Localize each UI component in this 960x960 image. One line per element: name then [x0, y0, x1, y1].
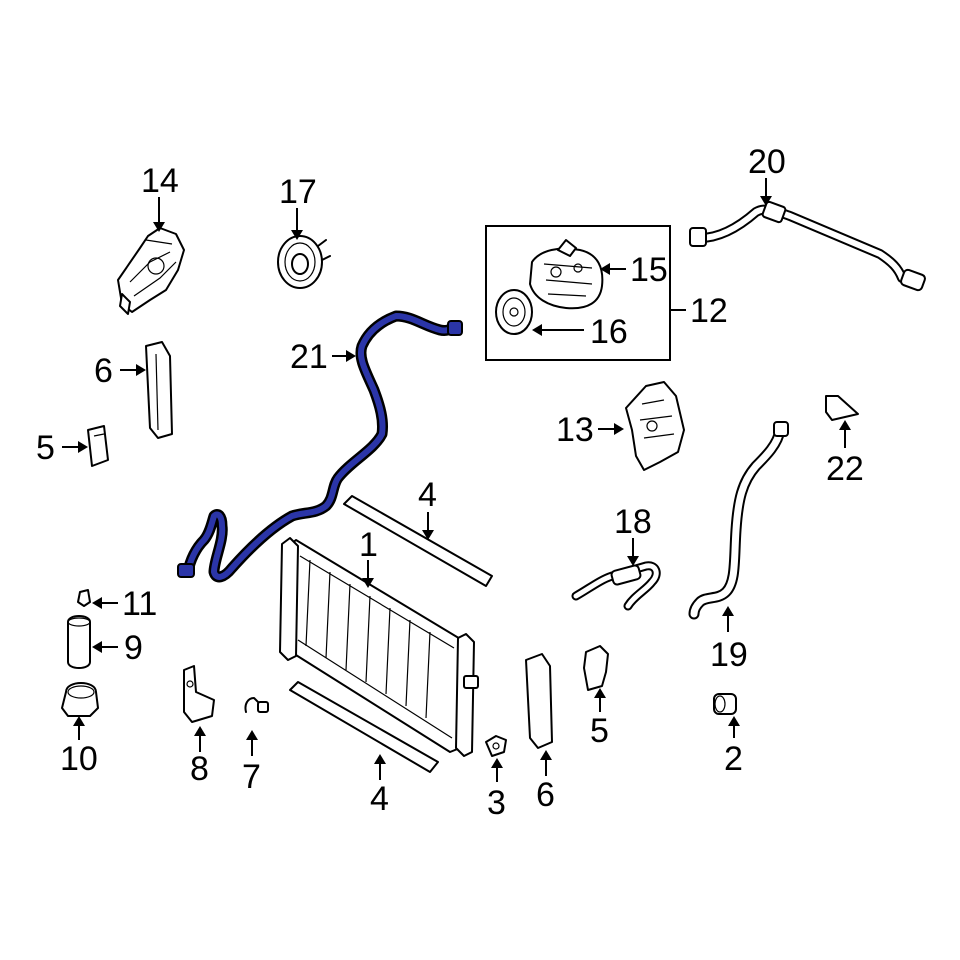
callout-20: 20: [748, 143, 786, 181]
callout-5-left: 5: [36, 429, 55, 467]
callout-labels: 14 17 20 15 16 12 21 6 5 13 22 4 1 18 11…: [36, 143, 864, 822]
part-5-right-bracket[interactable]: [583, 645, 609, 691]
part-20-suction-line[interactable]: [689, 200, 926, 292]
part-5-left-bracket[interactable]: [87, 425, 109, 467]
part-2-bushing[interactable]: [713, 693, 737, 715]
part-4-top-seal[interactable]: [343, 495, 493, 587]
part-11-valve[interactable]: [77, 589, 91, 607]
callout-15: 15: [630, 251, 668, 289]
callout-12: 12: [690, 292, 728, 330]
callout-4-bottom: 4: [370, 780, 389, 818]
callout-16: 16: [590, 313, 628, 351]
part-1-condenser[interactable]: [279, 537, 479, 757]
callout-4-top: 4: [418, 476, 437, 514]
part-6-left-seal[interactable]: [145, 341, 173, 439]
callout-8: 8: [190, 750, 209, 788]
callout-14: 14: [141, 162, 179, 200]
callout-11: 11: [122, 585, 157, 623]
callout-10: 10: [60, 740, 98, 778]
callout-17: 17: [279, 173, 317, 211]
callout-1: 1: [359, 526, 378, 564]
callout-13: 13: [556, 411, 594, 449]
part-21-liquid-line[interactable]: [177, 310, 463, 583]
part-7-switch[interactable]: [244, 697, 269, 713]
part-22-clip[interactable]: [825, 395, 859, 421]
callout-3: 3: [487, 784, 506, 822]
part-10-drier-bracket[interactable]: [61, 682, 99, 717]
part-14-blower-motor[interactable]: [117, 227, 185, 315]
part-17-pulley[interactable]: [277, 235, 331, 289]
part-9-receiver-drier[interactable]: [67, 615, 91, 669]
part-19-suction-hose[interactable]: [688, 421, 789, 620]
part-13-compressor-bracket[interactable]: [625, 381, 685, 471]
part-6-right-seal[interactable]: [525, 653, 553, 749]
part-8-bracket[interactable]: [183, 665, 215, 723]
callout-18: 18: [614, 503, 652, 541]
callout-22: 22: [826, 450, 864, 488]
callout-5-right: 5: [590, 712, 609, 750]
callout-21: 21: [290, 338, 328, 376]
part-16-clutch[interactable]: [495, 289, 533, 335]
compressor-assembly-box: [485, 225, 671, 361]
part-15-compressor[interactable]: [529, 239, 604, 310]
part-3-mount[interactable]: [485, 735, 507, 757]
callout-6-left: 6: [94, 352, 113, 390]
part-4-bottom-seal[interactable]: [289, 681, 439, 773]
callout-9: 9: [124, 629, 143, 667]
callout-6-right: 6: [536, 776, 555, 814]
leader-lines: [62, 178, 851, 782]
part-18-discharge-line[interactable]: [571, 561, 661, 611]
callout-2: 2: [724, 740, 743, 778]
callout-7: 7: [242, 758, 261, 796]
callout-19: 19: [710, 636, 748, 674]
